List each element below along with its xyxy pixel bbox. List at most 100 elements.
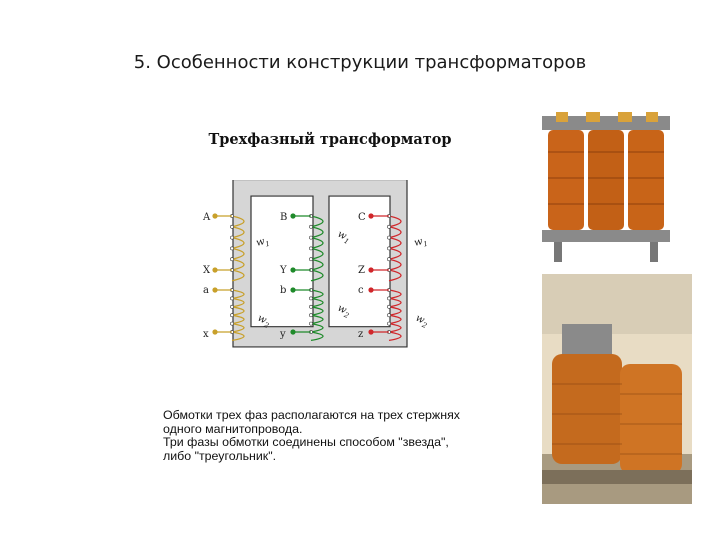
terminal-b-secondary-1: [290, 329, 296, 335]
coil-turn-b-primary-4: [310, 258, 324, 271]
coil-dot-a-secondary-4: [230, 321, 234, 326]
terminal-a-primary-1: [212, 267, 218, 273]
coil-dot-c-secondary-3: [387, 313, 391, 318]
coil-turn-a-secondary-2: [231, 306, 245, 316]
top-yoke: [542, 116, 670, 130]
terminal-c-secondary-0: [368, 287, 374, 293]
coil-turn-c-primary-0: [388, 215, 402, 228]
winding-label-w1-left: w1: [255, 235, 271, 251]
coil-turn-a-secondary-1: [231, 297, 245, 308]
terminal-label-x: x: [203, 329, 209, 340]
coil-turn-a-primary-4: [231, 258, 245, 271]
coil-turn-c-secondary-2: [388, 306, 402, 316]
coil-turn-b-secondary-5: [310, 331, 324, 342]
coil-dot-c-primary-1: [387, 224, 391, 229]
slide-title: 5. Особенности конструкции трансформатор…: [133, 52, 587, 73]
coil-turn-a-secondary-5: [231, 331, 245, 342]
terminal-c-secondary-1: [368, 329, 374, 335]
terminal-b-secondary-0: [290, 287, 296, 293]
coil-dot-a-secondary-2: [230, 304, 234, 309]
coil-turn-c-primary-1: [388, 226, 402, 239]
coil-turn-a-secondary-4: [231, 322, 245, 333]
coil-dot-a-primary-2: [230, 235, 234, 240]
coil-dot-b-primary-1: [309, 224, 313, 229]
coil-dot-b-secondary-2: [309, 304, 313, 309]
coil-turn-b-primary-1: [310, 226, 324, 239]
terminal-label-B: B: [280, 212, 287, 223]
coil-turn-c-primary-2: [388, 236, 402, 250]
winding-label-w2-left: w2: [255, 313, 273, 331]
coil-dot-c-primary-2: [387, 235, 391, 240]
coil-3: [628, 130, 664, 230]
winding-label-w1-right: w1: [413, 235, 429, 251]
coil-turn-c-secondary-3: [388, 314, 402, 325]
terminal-label-Y: Y: [279, 265, 287, 276]
coil-dot-c-primary-3: [387, 246, 391, 251]
coil-turn-c-primary-3: [388, 247, 402, 260]
coil-dot-b-primary-2: [309, 235, 313, 240]
coil-turn-c-secondary-1: [388, 297, 402, 308]
coil-turn-a-primary-0: [231, 215, 245, 228]
transformer-diagram: A X a x B Y b y C Z c z w1 w2 w1 w2 w1 w…: [202, 180, 431, 348]
terminal-a-primary-0: [212, 213, 218, 219]
diagram-caption: Обмотки трех фаз располагаются на трех с…: [163, 408, 460, 463]
transformer-photo-small: [538, 112, 674, 264]
winding-label-w1-middle: w1: [335, 229, 352, 246]
coil-turn-c-primary-5: [388, 269, 402, 282]
coil-turn-b-primary-2: [310, 236, 324, 250]
coil-dot-b-secondary-1: [309, 296, 313, 301]
coil-1: [548, 130, 584, 230]
terminal-label-z: z: [358, 329, 363, 340]
terminal-b-primary-0: [290, 213, 296, 219]
coil-dot-a-primary-1: [230, 224, 234, 229]
coil-turn-b-secondary-4: [310, 322, 324, 333]
coil-dot-b-primary-3: [309, 246, 313, 251]
bottom-yoke: [542, 230, 670, 242]
winding-label-w2-right: w2: [413, 313, 431, 331]
coil-turn-b-primary-5: [310, 269, 324, 282]
coil-turn-b-secondary-2: [310, 306, 324, 316]
coil-turn-a-secondary-0: [231, 289, 245, 300]
terminal-c-primary-0: [368, 213, 374, 219]
terminal-label-y: y: [279, 329, 286, 340]
coil-dot-c-secondary-4: [387, 321, 391, 326]
coil-dot-c-secondary-1: [387, 296, 391, 301]
coil-dot-b-secondary-3: [309, 313, 313, 318]
coil-dot-a-primary-3: [230, 246, 234, 251]
terminal-a-secondary-0: [212, 287, 218, 293]
terminal-c-primary-1: [368, 267, 374, 273]
coil-turn-b-primary-0: [310, 215, 324, 228]
coil-turn-a-secondary-3: [231, 314, 245, 325]
large-coil-2: [620, 364, 682, 474]
coil-turn-c-primary-4: [388, 258, 402, 271]
diagram-title: Трехфазный трансформатор: [208, 131, 452, 148]
terminal-label-A: A: [202, 212, 211, 223]
coil-turn-c-secondary-0: [388, 289, 402, 300]
coil-turn-a-primary-5: [231, 269, 245, 282]
winding-label-w2-middle: w2: [335, 303, 353, 321]
terminal-label-b: b: [280, 285, 286, 296]
terminal-label-a: a: [203, 285, 209, 296]
terminal-label-C: C: [358, 212, 366, 223]
coil-turn-a-primary-1: [231, 226, 245, 239]
coil-dot-a-secondary-3: [230, 313, 234, 318]
coil-turn-c-secondary-4: [388, 322, 402, 333]
coil-dot-c-primary-4: [387, 257, 391, 262]
coil-turn-a-primary-3: [231, 247, 245, 260]
coil-dot-a-primary-4: [230, 257, 234, 262]
coil-turn-b-primary-3: [310, 247, 324, 260]
transformer-photo-large: [542, 274, 692, 504]
coil-dot-b-primary-4: [309, 257, 313, 262]
coil-dot-c-secondary-2: [387, 304, 391, 309]
coil-turn-b-secondary-0: [310, 289, 324, 300]
coil-turn-a-primary-2: [231, 236, 245, 250]
coil-2: [588, 130, 624, 230]
coil-dot-a-secondary-1: [230, 296, 234, 301]
coil-turn-b-secondary-3: [310, 314, 324, 325]
terminal-b-primary-1: [290, 267, 296, 273]
terminal-label-Z: Z: [358, 265, 365, 276]
terminal-label-X: X: [203, 265, 211, 276]
coil-turn-c-secondary-5: [388, 331, 402, 342]
coil-dot-b-secondary-4: [309, 321, 313, 326]
terminal-label-c: c: [358, 285, 364, 296]
